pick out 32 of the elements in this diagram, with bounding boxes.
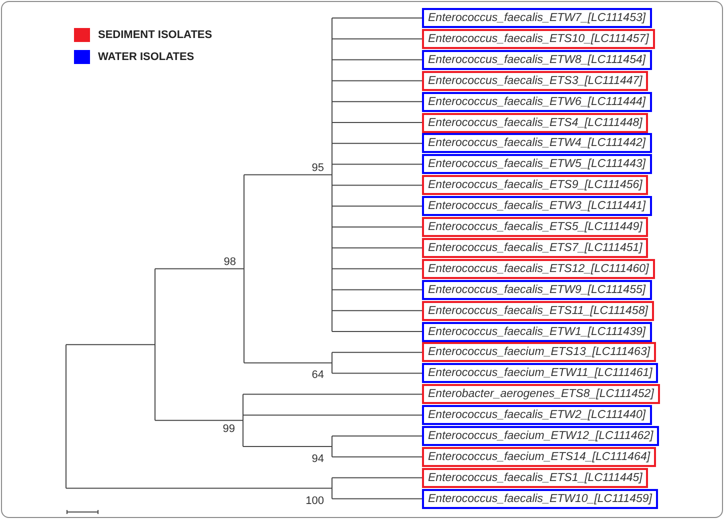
bootstrap-value: 98	[224, 256, 236, 268]
legend-label: WATER ISOLATES	[98, 51, 194, 63]
legend-label: SEDIMENT ISOLATES	[98, 29, 212, 41]
isolate-label: Enterococcus_faecalis_ETW6_[LC111444]	[422, 92, 652, 112]
isolate-label: Enterococcus_faecalis_ETW1_[LC111439]	[422, 322, 652, 342]
bootstrap-value: 99	[222, 423, 235, 436]
isolate-label: Enterococcus_faecalis_ETS10_[LC111457]	[422, 28, 655, 49]
bootstrap-value: 94	[312, 452, 324, 465]
isolate-label: Enterococcus_faecalis_ETW2_[LC111440]	[422, 405, 652, 426]
isolate-label: Enterococcus_faecalis_ETW9_[LC111455]	[422, 280, 652, 300]
isolate-label: Enterococcus_faecalis_ETS12_[LC111460]	[422, 258, 655, 279]
isolate-label: Enterococcus_faecalis_ETW7_[LC111453]	[422, 8, 652, 28]
isolate-label: Enterococcus_faecalis_ETS1_[LC111445]	[422, 468, 648, 488]
isolate-label: Enterobacter_aerogenes_ETS8_[LC111452]	[422, 384, 660, 404]
isolate-label: Enterococcus_faecalis_ETW3_[LC111441]	[422, 196, 652, 216]
isolate-label: Enterococcus_faecium_ETW11_[LC111461]	[422, 363, 658, 384]
bootstrap-value: 95	[312, 162, 324, 174]
isolate-label: Enterococcus_faecium_ETS13_[LC111463]	[422, 342, 656, 362]
isolate-label: Enterococcus_faecalis_ETW5_[LC111443]	[422, 154, 652, 174]
isolate-label: Enterococcus_faecalis_ETW8_[LC111454]	[422, 50, 652, 70]
isolate-label: Enterococcus_faecalis_ETS3_[LC111447]	[422, 70, 648, 91]
bootstrap-value: 64	[312, 369, 324, 382]
isolate-label: Enterococcus_faecalis_ETS7_[LC111451]	[422, 238, 648, 258]
isolate-label: Enterococcus_faecium_ETW12_[LC111462]	[422, 426, 660, 446]
isolate-label: Enterococcus_faecalis_ETS9_[LC111456]	[422, 175, 648, 196]
isolate-label: Enterococcus_faecalis_ETS5_[LC111449]	[422, 217, 648, 237]
bootstrap-value: 100	[306, 494, 324, 507]
isolate-label: Enterococcus_faecium_ETS14_[LC111464]	[422, 446, 656, 467]
isolate-label: Enterococcus_faecalis_ETW10_[LC111459]	[422, 488, 658, 509]
isolate-label: Enterococcus_faecalis_ETS11_[LC111458]	[422, 300, 654, 321]
isolate-label: Enterococcus_faecalis_ETS4_[LC111448]	[422, 112, 648, 132]
isolate-label: Enterococcus_faecalis_ETW4_[LC111442]	[422, 133, 652, 154]
